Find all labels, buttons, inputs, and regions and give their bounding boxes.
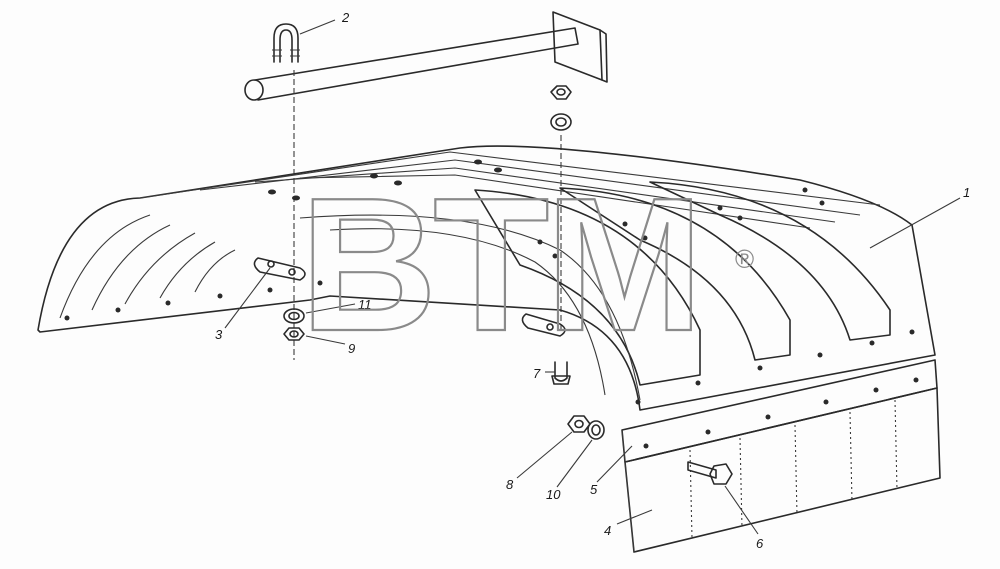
callout-5: 5	[590, 482, 598, 497]
callout-3: 3	[215, 327, 223, 342]
callout-8: 8	[506, 477, 514, 492]
callout-2: 2	[341, 10, 350, 25]
upper-nut-washer	[550, 85, 572, 330]
washer-11	[283, 308, 305, 324]
fender-body	[37, 145, 936, 411]
bolt-6	[687, 461, 733, 485]
callout-4: 4	[604, 523, 611, 538]
watermark: BTM ®	[299, 158, 754, 372]
callout-labels: 2 1 3 11 9 7 8 10 5 4 6	[215, 10, 970, 551]
bracket-left	[253, 257, 306, 281]
bracket-right	[521, 313, 566, 337]
watermark-registered-mark: ®	[735, 244, 754, 274]
u-bolt	[272, 23, 300, 360]
callout-10: 10	[546, 487, 561, 502]
support-bar	[244, 11, 608, 101]
washer-10	[587, 420, 605, 440]
nut-9	[283, 327, 305, 341]
mud-flap	[621, 359, 941, 553]
bolt-7	[551, 361, 571, 385]
fender-holes	[64, 159, 915, 405]
nut-8	[567, 415, 591, 433]
callout-7: 7	[533, 366, 541, 381]
watermark-text: BTM	[300, 159, 700, 371]
callout-1: 1	[963, 185, 970, 200]
callout-6: 6	[756, 536, 764, 551]
callout-9: 9	[348, 341, 355, 356]
leader-lines	[224, 19, 961, 535]
callout-11: 11	[358, 297, 372, 312]
